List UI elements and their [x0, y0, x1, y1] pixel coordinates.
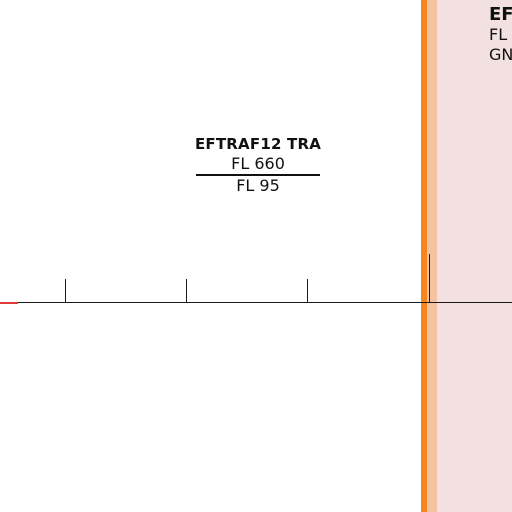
side-airspace-label[interactable]: EF FL GN: [489, 5, 512, 65]
restricted-area-fill: [436, 0, 512, 512]
side-airspace-lower-limit: GN: [489, 45, 512, 64]
airspace-label[interactable]: EFTRAF12 TRA FL 660 FL 95: [188, 134, 328, 195]
route-tick: [186, 279, 187, 303]
route-line: [0, 302, 512, 303]
airspace-name: EFTRAF12 TRA: [194, 135, 322, 153]
airspace-lower-limit: FL 95: [236, 176, 280, 195]
side-airspace-upper-limit: FL: [489, 25, 508, 44]
route-tick-boundary: [429, 254, 430, 303]
airspace-boundary-band: [427, 0, 437, 512]
side-airspace-name: EF: [489, 4, 512, 25]
route-tick: [307, 279, 308, 303]
route-tick: [65, 279, 66, 303]
route-marker: [0, 302, 18, 304]
airspace-boundary-line: [421, 0, 427, 512]
airspace-limit-divider: [196, 174, 320, 176]
airspace-upper-limit: FL 660: [231, 154, 285, 173]
